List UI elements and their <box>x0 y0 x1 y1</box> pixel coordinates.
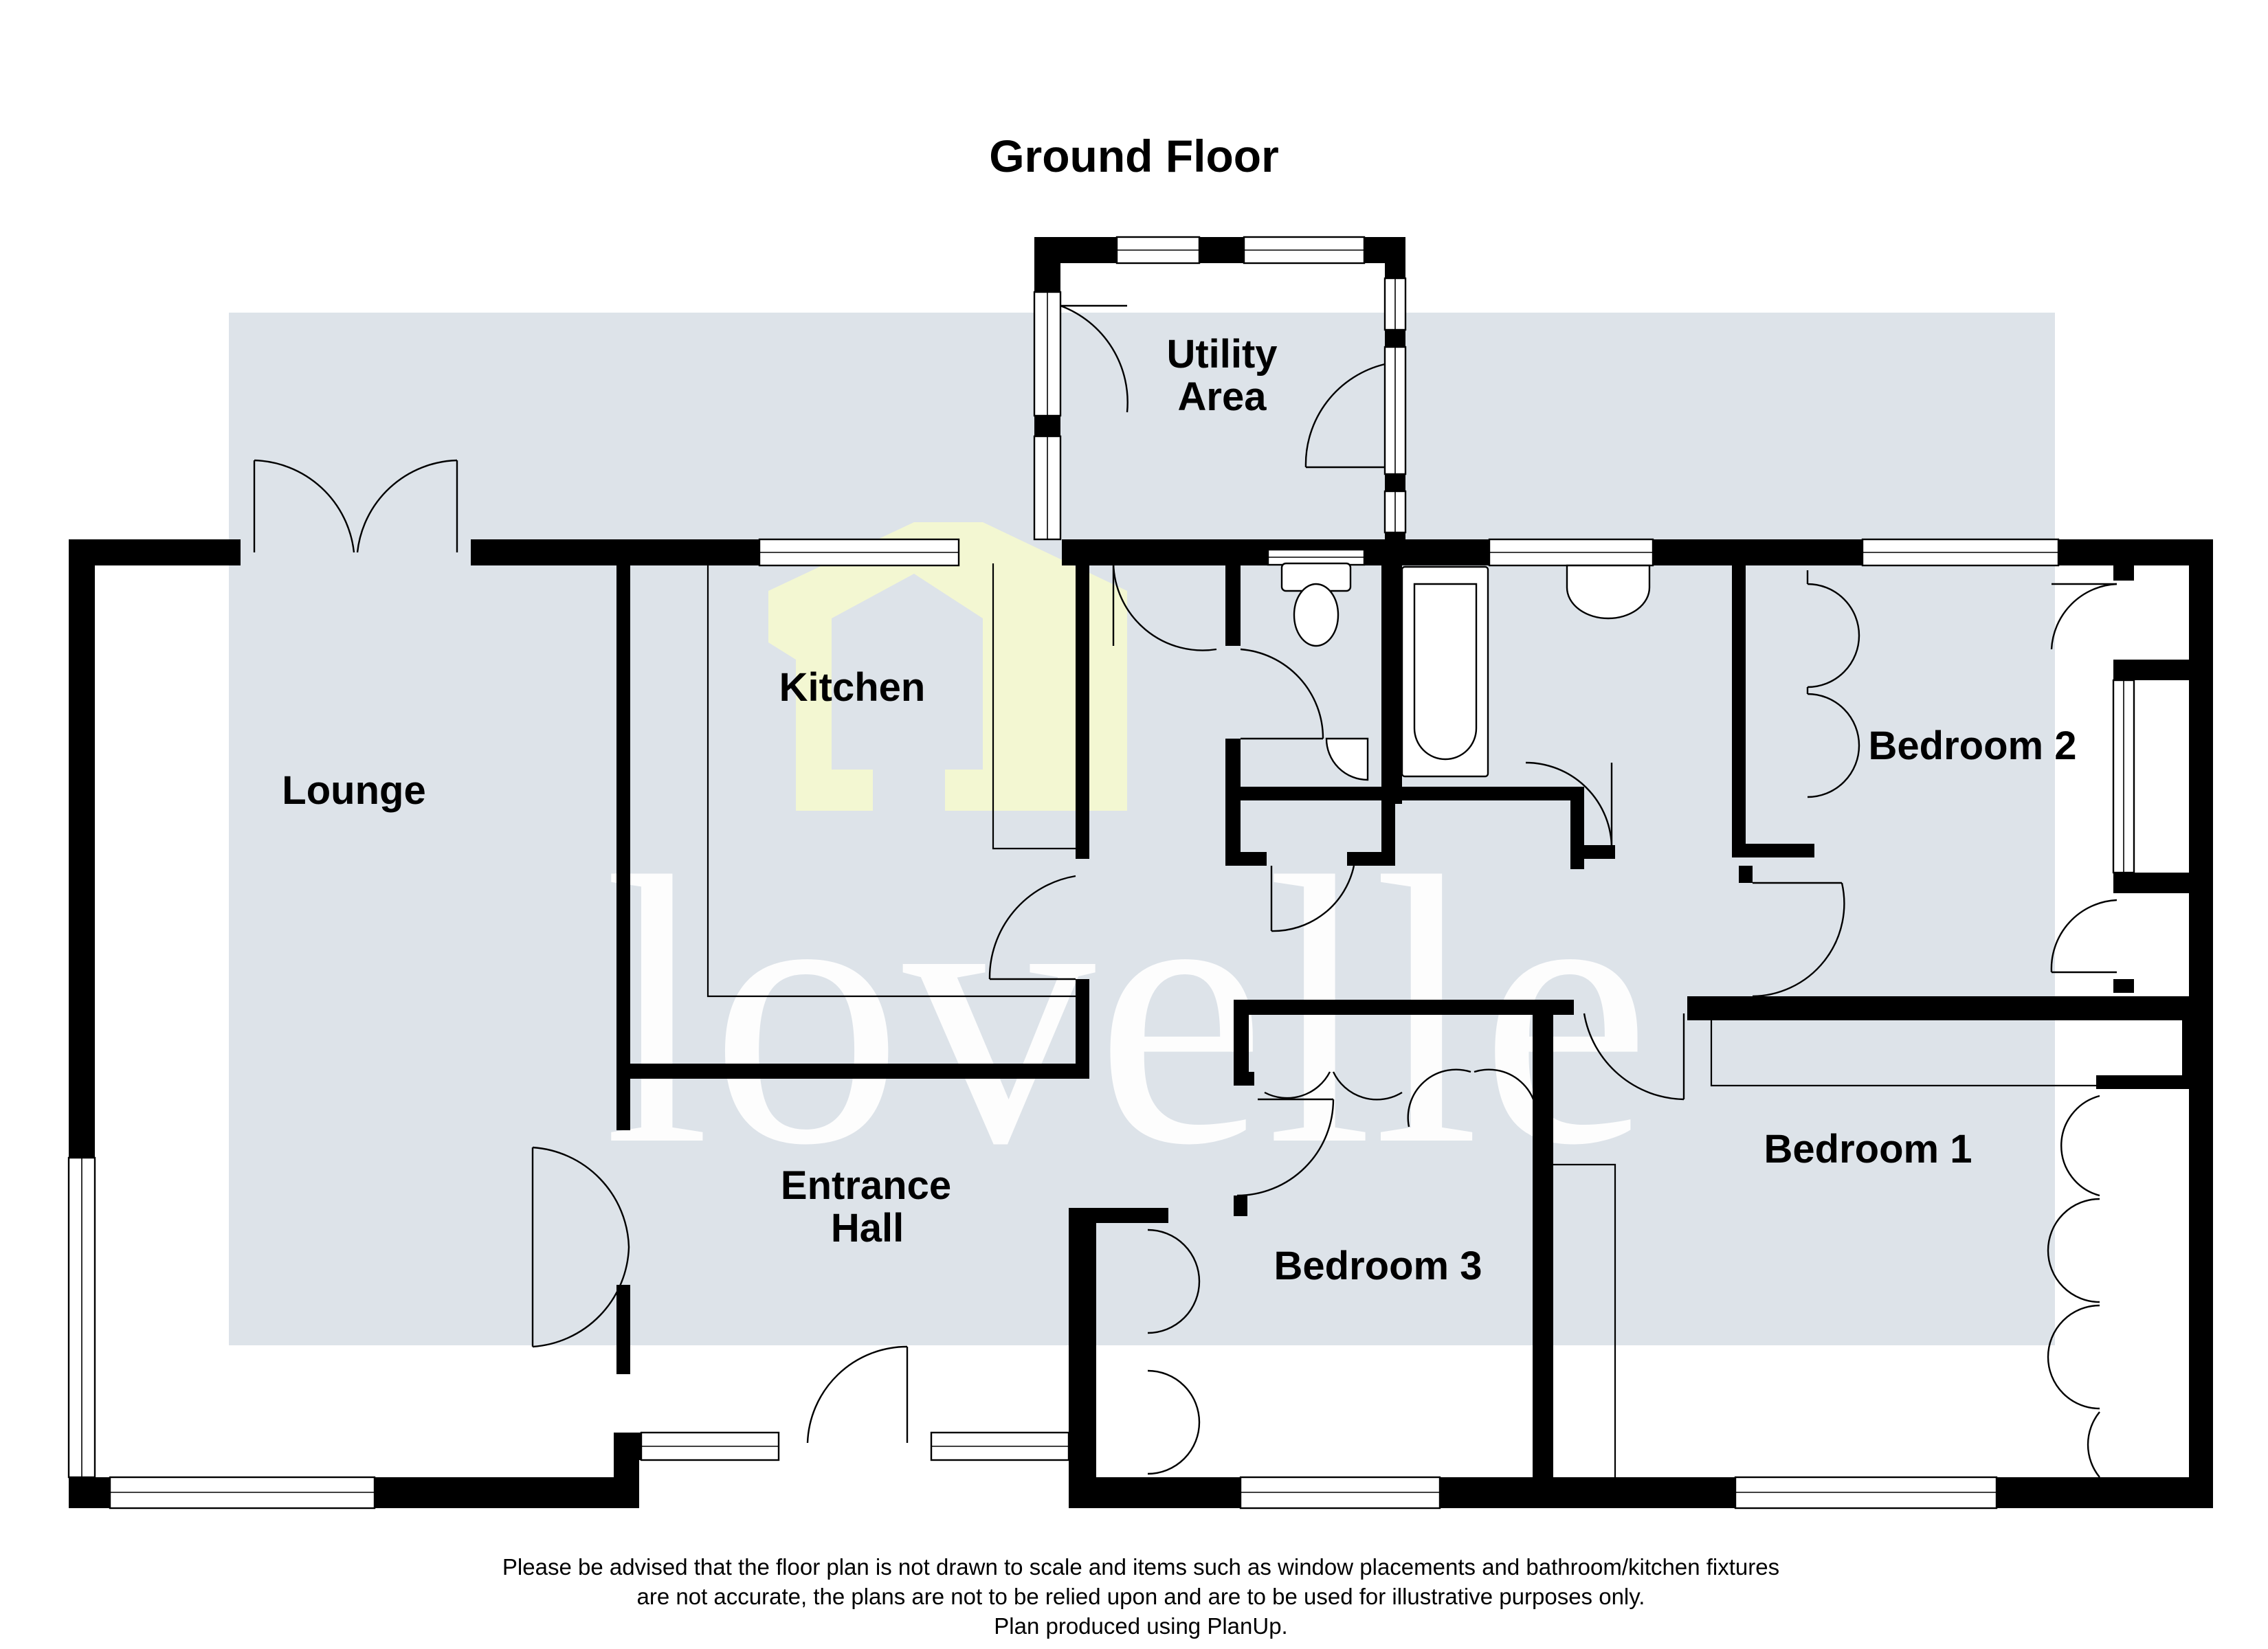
room-label-bedroom-3: Bedroom 3 <box>1274 1244 1482 1288</box>
disclaimer-line-3: Plan produced using PlanUp. <box>994 1613 1287 1639</box>
room-label-lounge: Lounge <box>282 768 425 813</box>
disclaimer-line-2: are not accurate, the plans are not to b… <box>637 1584 1645 1609</box>
watermark-house-logo <box>768 522 1127 811</box>
room-label-hall-line2: Hall <box>831 1206 904 1250</box>
windows <box>67 236 2135 1510</box>
plan-title: Ground Floor <box>989 131 1279 181</box>
fixtures <box>707 562 2096 1477</box>
room-label-bedroom-1: Bedroom 1 <box>1764 1127 1972 1171</box>
disclaimer-line-1: Please be advised that the floor plan is… <box>502 1554 1779 1580</box>
room-label-hall-line1: Entrance <box>781 1163 951 1208</box>
room-label-bedroom-2: Bedroom 2 <box>1869 723 2077 768</box>
doors <box>253 304 2117 1478</box>
room-label-utility-line2: Area <box>1178 374 1267 419</box>
room-label-utility-line1: Utility <box>1166 332 1277 377</box>
room-label-kitchen: Kitchen <box>779 665 926 710</box>
